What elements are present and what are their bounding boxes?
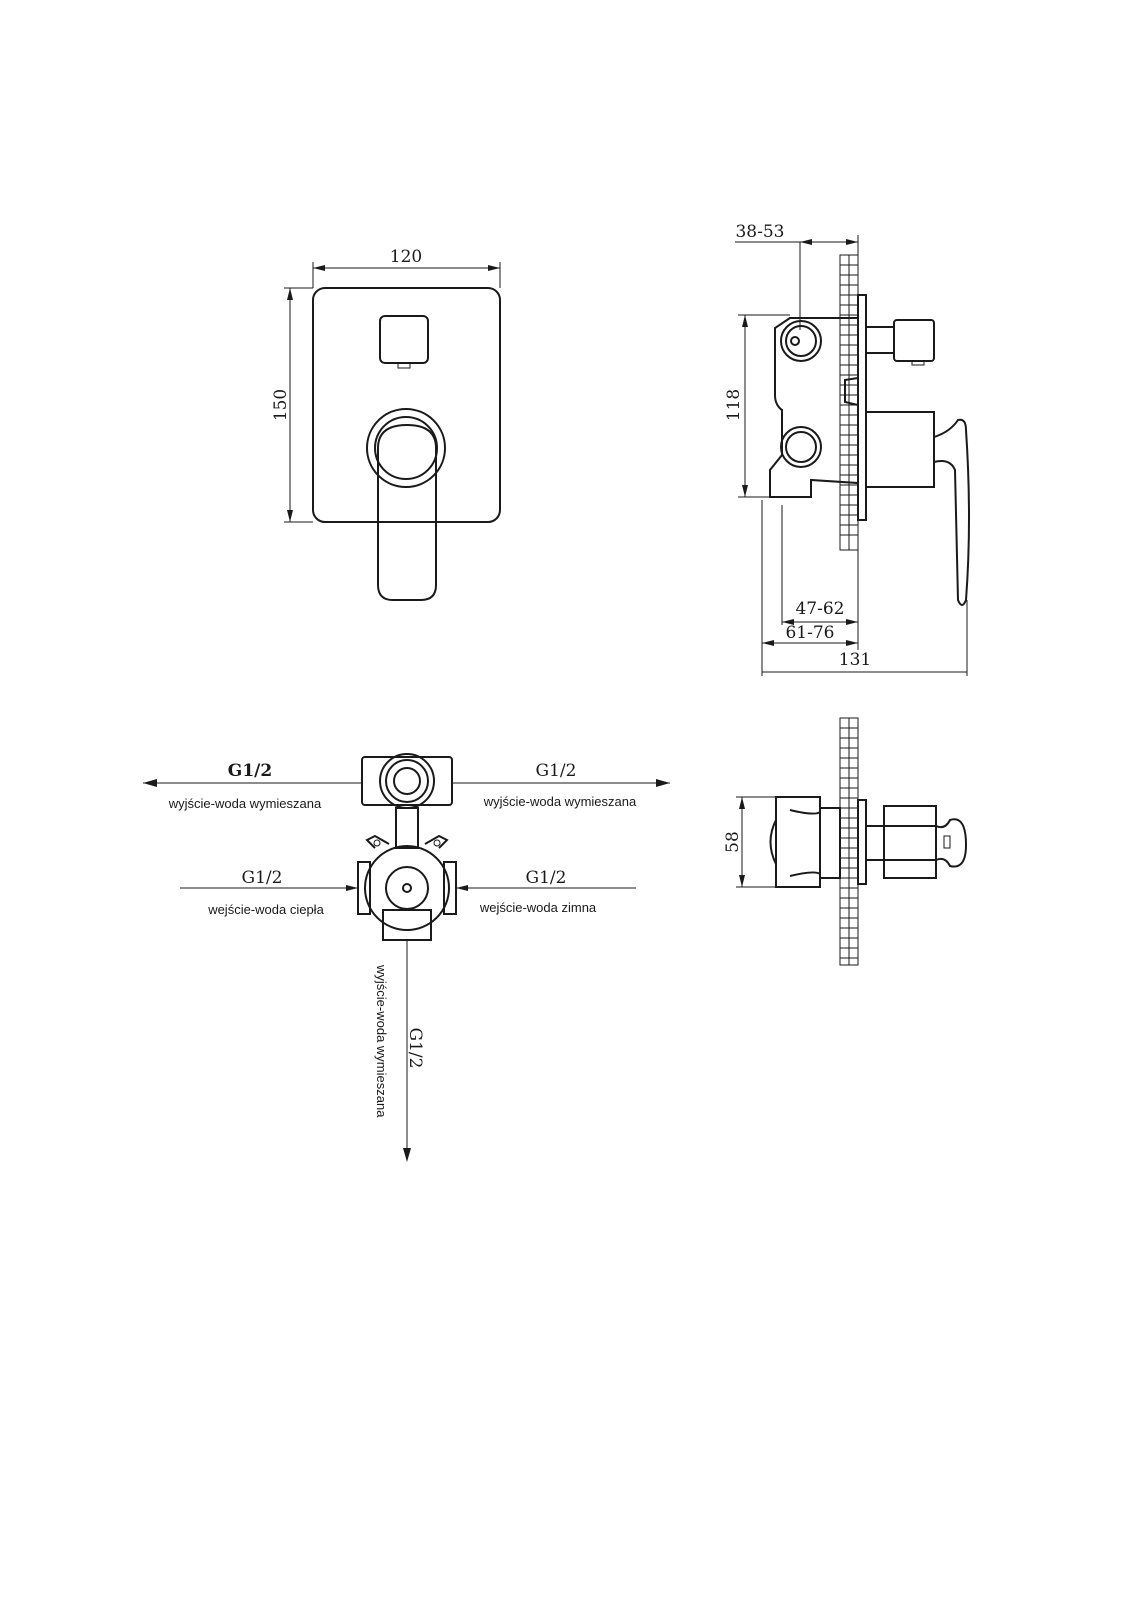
label-hot-inlet: wejście-woda ciepła bbox=[207, 902, 324, 917]
dim-131: 131 bbox=[839, 650, 871, 670]
valve-body bbox=[769, 317, 859, 498]
label-bottom-outlet: wyjście-woda wymieszana bbox=[374, 964, 389, 1118]
cartridge-cover bbox=[865, 411, 935, 488]
dim-118: 118 bbox=[724, 389, 744, 421]
dim-width: 120 bbox=[390, 247, 422, 267]
dim-61-76: 61-76 bbox=[785, 623, 834, 643]
dim-height: 150 bbox=[271, 389, 291, 421]
thread-top-right: G1/2 bbox=[536, 761, 577, 781]
escutcheon-ring bbox=[366, 408, 446, 488]
dim-58: 58 bbox=[723, 831, 743, 853]
side-view: 38-53 118 47-62 61-76 131 bbox=[724, 222, 970, 676]
lever-handle bbox=[377, 423, 437, 601]
label-cold-inlet: wejście-woda zimna bbox=[479, 900, 597, 915]
top-view: 58 bbox=[723, 717, 968, 966]
connection-diagram: G1/2 wyjście-woda wymieszana G1/2 wyjści… bbox=[143, 753, 670, 1162]
label-top-right: wyjście-woda wymieszana bbox=[483, 794, 637, 809]
cover-plate bbox=[312, 287, 501, 523]
label-top-left: wyjście-woda wymieszana bbox=[168, 796, 322, 811]
diverter-knob bbox=[893, 319, 935, 362]
dim-47-62: 47-62 bbox=[795, 599, 844, 619]
front-view: 120 150 bbox=[271, 247, 501, 601]
lever-side bbox=[933, 418, 970, 606]
thread-mid-left: G1/2 bbox=[242, 868, 283, 888]
thread-bottom: G1/2 bbox=[405, 1028, 425, 1069]
dim-38-53: 38-53 bbox=[735, 222, 784, 242]
diverter-button bbox=[379, 315, 429, 364]
thread-top-left: G1/2 bbox=[228, 761, 272, 781]
thread-mid-right: G1/2 bbox=[526, 868, 567, 888]
mixer-body bbox=[364, 845, 450, 931]
lever-top bbox=[935, 818, 968, 868]
